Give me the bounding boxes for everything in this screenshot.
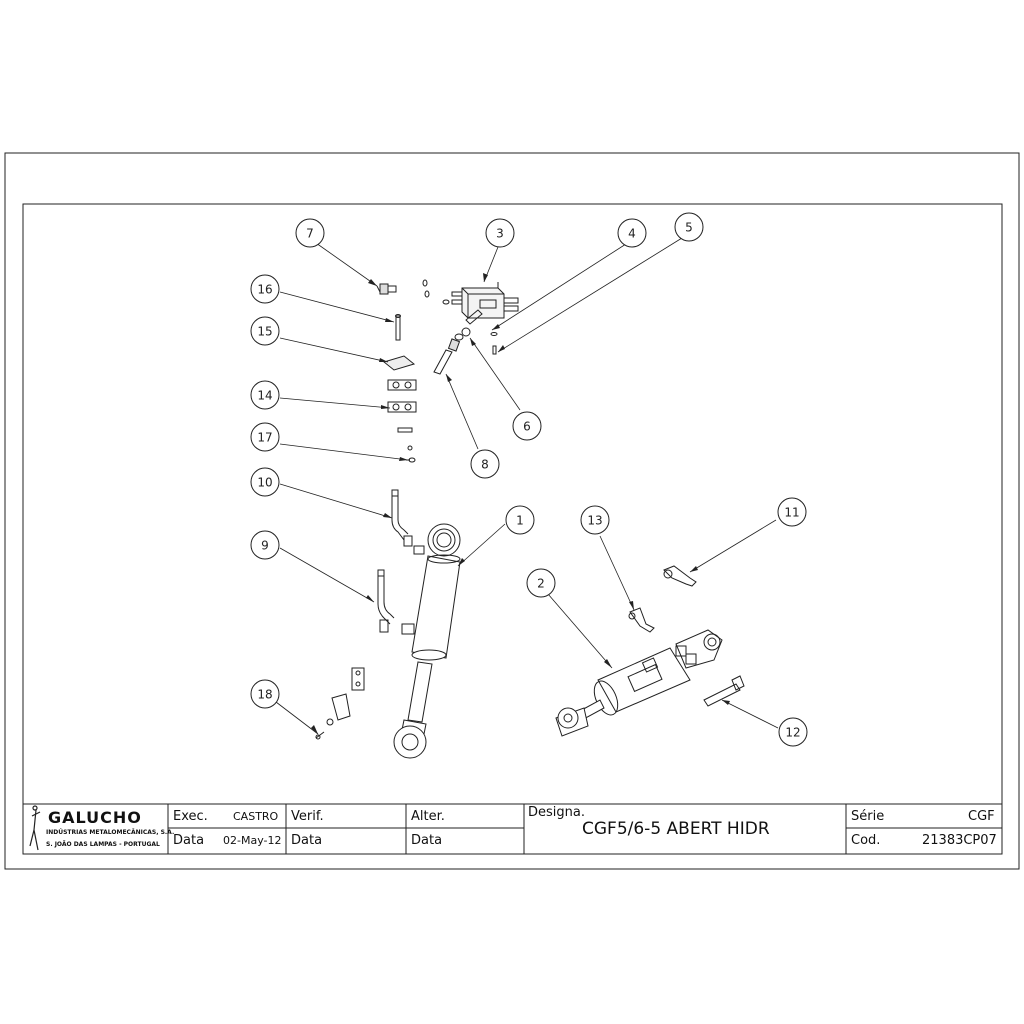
callout-10: 10 — [250, 467, 280, 497]
callout-4: 4 — [617, 218, 647, 248]
galucho-logo-figure — [29, 805, 41, 851]
part-15-plate — [382, 355, 416, 371]
part-5-pin — [492, 345, 497, 355]
callout-2: 2 — [526, 568, 556, 598]
callout-11: 11 — [777, 497, 807, 527]
company-logo-text: GALUCHO — [48, 808, 142, 827]
part-3-valve-block — [451, 282, 519, 325]
verif-date-label: Data — [291, 833, 323, 848]
callout-1: 1 — [505, 505, 535, 535]
small-nut — [407, 445, 413, 451]
callout-16-number: 16 — [257, 283, 272, 297]
part-12-pipe — [703, 675, 745, 707]
cod-label: Cod. — [851, 833, 881, 848]
alter-label: Alter. — [411, 809, 445, 824]
callout-15-number: 15 — [257, 325, 272, 339]
part-14-clamp — [387, 379, 417, 413]
callout-8: 8 — [470, 449, 500, 479]
leader-lines — [275, 237, 779, 735]
callout-3-number: 3 — [496, 227, 504, 241]
callout-17-number: 17 — [257, 431, 272, 445]
date-value: 02-May-12 — [223, 834, 282, 847]
callout-9-number: 9 — [261, 539, 269, 553]
serie-label: Série — [851, 809, 885, 824]
callout-13: 13 — [580, 505, 610, 535]
callout-1-number: 1 — [516, 514, 524, 528]
o-ring-small — [442, 299, 450, 305]
callout-11-number: 11 — [784, 506, 799, 520]
callout-9: 9 — [250, 530, 280, 560]
exec-value: CASTRO — [233, 810, 279, 823]
part-1-cylinder — [393, 523, 461, 759]
callout-8-number: 8 — [481, 458, 489, 472]
title-block-grid — [23, 803, 1002, 854]
callout-5-number: 5 — [685, 221, 693, 235]
part-18-bolt — [315, 667, 365, 740]
part-16-rod — [395, 314, 401, 341]
callout-18: 18 — [250, 679, 280, 709]
serie-value: CGF — [968, 809, 995, 824]
callout-13-number: 13 — [587, 514, 602, 528]
callout-6-number: 6 — [523, 420, 531, 434]
callout-16: 16 — [250, 274, 280, 304]
o-ring-small — [424, 290, 430, 298]
cod-value: 21383CP07 — [922, 833, 997, 848]
alter-date-label: Data — [411, 833, 443, 848]
part-4-washer — [490, 332, 498, 336]
callouts: 7 3 4 5 6 8 16 15 14 17 10 9 1 2 13 11 1… — [250, 212, 808, 747]
part-10-hose — [391, 489, 413, 547]
part-13-elbow — [628, 607, 655, 633]
callout-15: 15 — [250, 316, 280, 346]
part-9-hose — [377, 569, 395, 633]
callout-7-number: 7 — [306, 227, 314, 241]
part-11-elbow — [663, 565, 697, 587]
callout-6: 6 — [512, 411, 542, 441]
callout-2-number: 2 — [537, 577, 545, 591]
part-6-o-ring — [461, 327, 471, 337]
leader-arrows — [311, 273, 730, 734]
callout-14-number: 14 — [257, 389, 272, 403]
callout-5: 5 — [674, 212, 704, 242]
callout-12-number: 12 — [785, 726, 800, 740]
part-2-cylinder-assembly — [555, 629, 723, 737]
callout-4-number: 4 — [628, 227, 636, 241]
inner-frame — [22, 203, 1003, 855]
callout-12: 12 — [778, 717, 808, 747]
part-drawings — [315, 279, 745, 759]
callout-10-number: 10 — [257, 476, 272, 490]
designation-value: CGF5/6-5 ABERT HIDR — [582, 819, 770, 839]
o-ring-small — [422, 279, 428, 287]
company-line-1: INDÚSTRIAS METALOMECÂNICAS, S.A. — [46, 829, 175, 836]
part-7-fitting — [376, 283, 397, 295]
part-8-screw — [433, 333, 464, 375]
exec-label: Exec. — [173, 809, 208, 824]
callout-3: 3 — [485, 218, 515, 248]
company-line-2: S. JOÃO DAS LAMPAS - PORTUGAL — [46, 841, 160, 848]
callout-18-number: 18 — [257, 688, 272, 702]
outer-frame — [4, 152, 1020, 870]
clamp-plate — [397, 427, 413, 433]
callout-14: 14 — [250, 380, 280, 410]
designation-label: Designa. — [528, 805, 585, 820]
verif-label: Verif. — [291, 809, 324, 824]
callout-17: 17 — [250, 422, 280, 452]
date-label: Data — [173, 833, 205, 848]
callout-7: 7 — [295, 218, 325, 248]
